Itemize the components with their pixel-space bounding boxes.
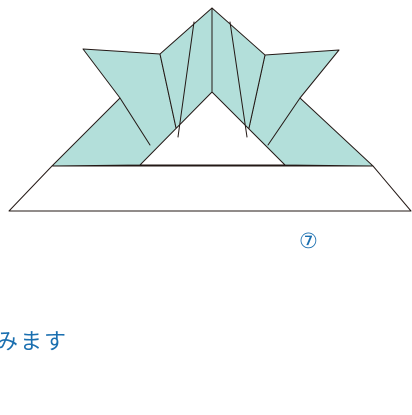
left-flap-crease-line [119,97,151,146]
right-flap-crease-line [267,97,301,146]
left-peak-crease-line [177,21,195,138]
inner-triangle [139,91,286,166]
step-number-label: ⑦ [299,229,318,253]
helmet-brim [8,165,412,212]
instruction-text: みます [0,330,69,355]
right-peak-crease-line [229,21,248,138]
